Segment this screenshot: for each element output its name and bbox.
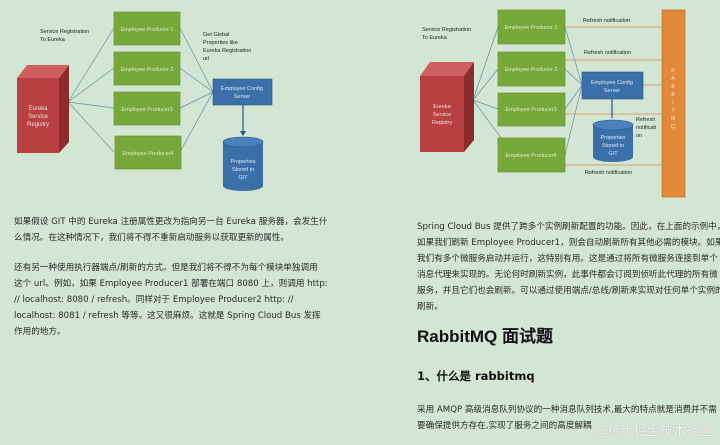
- svg-text:Employee Config: Employee Config: [591, 80, 633, 86]
- right-paragraph-1: Spring Cloud Bus 提供了跨多个实例刷新配置的功能。因此，在上面的…: [417, 222, 720, 312]
- svg-text:Registry: Registry: [27, 122, 49, 128]
- refresh-label: Refresh notification: [583, 18, 630, 24]
- svg-text:GIT: GIT: [608, 151, 618, 157]
- get-global-label: Get Global: [203, 32, 229, 38]
- svg-text:Q: Q: [671, 124, 675, 130]
- svg-text:Eureka: Eureka: [433, 104, 451, 110]
- refresh-label: on: [636, 133, 642, 139]
- service-registration-label: Service Registration: [40, 29, 89, 35]
- refresh-label: Refresh notification: [584, 50, 631, 56]
- svg-text:Properties: Properties: [230, 159, 255, 165]
- svg-text:Eureka: Eureka: [28, 106, 48, 112]
- refresh-label: Refresh: [636, 117, 655, 123]
- subheading: 1、什么是 rabbitmq: [417, 369, 535, 383]
- svg-text:Stored in: Stored in: [232, 167, 254, 173]
- svg-text:R: R: [671, 68, 675, 74]
- svg-text:Stored in: Stored in: [602, 143, 624, 149]
- rabbitmq-bus-bar: R A B B I T M Q: [661, 9, 686, 198]
- producer-boxes: [497, 9, 566, 173]
- get-global-label: Eureka Registration: [203, 48, 251, 54]
- producer-label: Employee Producer4: [505, 153, 556, 159]
- service-registration-label: Service Registration: [422, 27, 471, 33]
- svg-text:Server: Server: [604, 88, 620, 94]
- git-cylinder: Properties Stored in GIT: [592, 119, 634, 162]
- svg-text:Employee Config: Employee Config: [221, 86, 263, 92]
- producer-label: Employee Producer3: [121, 107, 172, 113]
- eureka-registry-box: Eureka Service Registry: [420, 62, 474, 152]
- svg-text:Registry: Registry: [432, 120, 452, 126]
- service-registration-label: To Eureka: [40, 37, 66, 43]
- svg-text:Service: Service: [433, 112, 451, 118]
- producer-label: Employee Producer 2: [505, 67, 558, 73]
- get-global-label: Properties like: [203, 40, 238, 46]
- producer-label: Employee Producer3: [505, 107, 556, 113]
- refresh-label: notificati: [636, 125, 656, 131]
- producer-label: Employee Producer 2: [121, 67, 174, 73]
- producer-boxes: [113, 11, 182, 170]
- producer-label: Employee Producer 1: [121, 27, 174, 33]
- svg-text:Service: Service: [28, 114, 49, 120]
- section-heading: RabbitMQ 面试题: [417, 327, 553, 346]
- service-registration-label: To Eureka: [422, 35, 448, 41]
- svg-text:Server: Server: [234, 94, 250, 100]
- svg-text:M: M: [671, 116, 675, 122]
- left-paragraph-1: 如果假设 GIT 中的 Eureka 注册属性更改为指向另一台 Eureka 服…: [14, 217, 328, 243]
- svg-text:B: B: [671, 92, 675, 98]
- left-paragraph-2: 还有另一种使用执行器端点/刷新的方式。但是我们将不得不为每个模块单独调用这个 u…: [14, 263, 328, 337]
- left-diagram: Eureka Service Registry Employee Produce…: [17, 11, 273, 191]
- git-cylinder: Properties Stored in GIT: [222, 136, 264, 191]
- svg-text:A: A: [671, 76, 675, 82]
- get-global-label: url: [203, 56, 209, 62]
- svg-text:GIT: GIT: [238, 175, 248, 181]
- producer-label: Employee Producer4: [122, 151, 173, 157]
- watermark: @稀土掘金技术社区: [594, 424, 712, 439]
- eureka-registry-box: Eureka Service Registry: [17, 65, 69, 153]
- svg-text:Properties: Properties: [600, 135, 625, 141]
- svg-text:T: T: [671, 108, 674, 114]
- config-server-box: Employee Config Server: [581, 71, 644, 100]
- right-paragraph-2: 采用 AMQP 高级消息队列协议的一种消息队列技术,最大的特点就是消费并不需要确…: [417, 405, 717, 431]
- svg-text:I: I: [672, 100, 673, 106]
- refresh-label: Refresh notification: [585, 170, 632, 176]
- svg-text:B: B: [671, 84, 675, 90]
- right-diagram: Eureka Service Registry Employee Produce…: [420, 9, 686, 198]
- config-server-box: Employee Config Server: [212, 78, 273, 106]
- producer-label: Employee Producer 1: [505, 25, 558, 31]
